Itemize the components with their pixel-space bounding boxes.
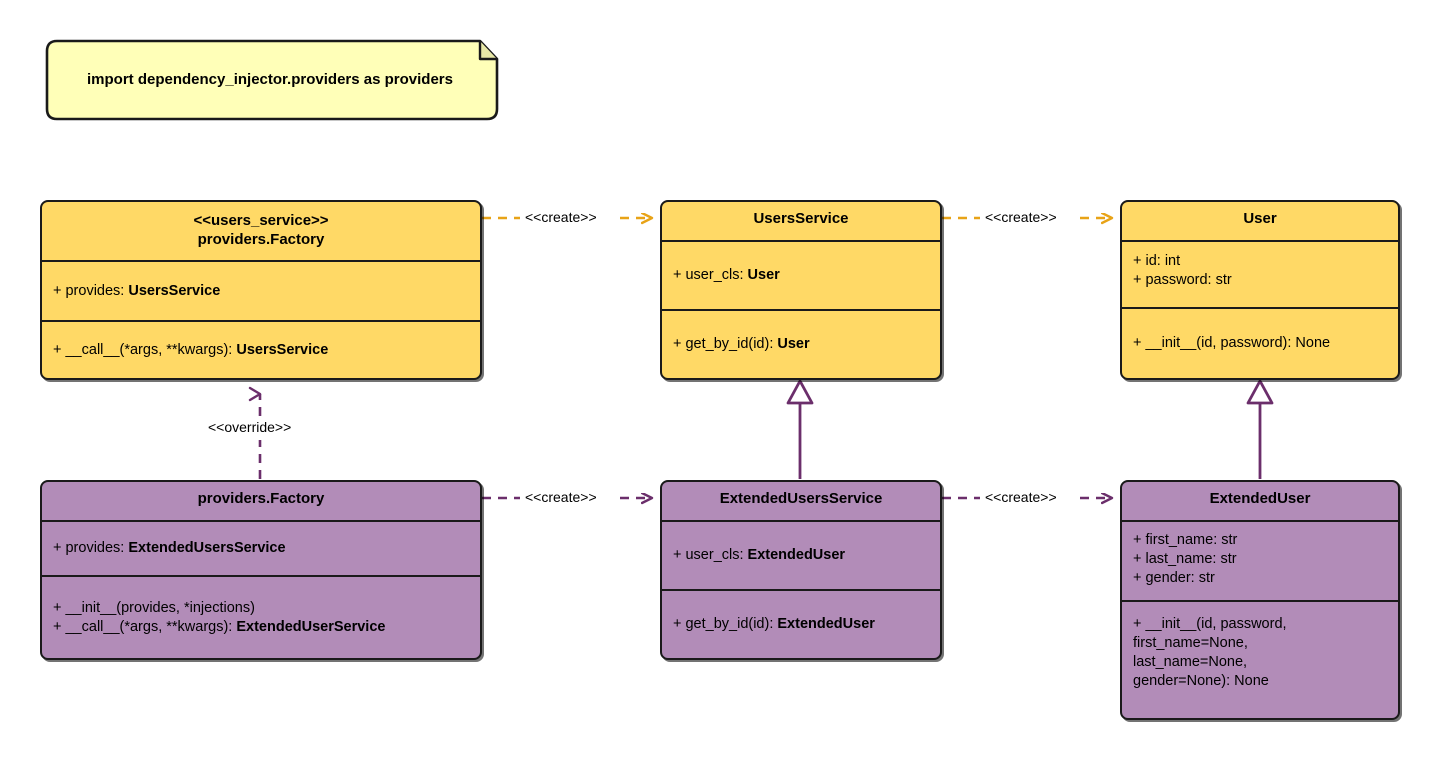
class-attributes-extended-user: + first_name: str + last_name: str + gen… (1122, 520, 1398, 600)
class-name-extended-user: ExtendedUser (1209, 490, 1311, 507)
class-name-extended-users-service: ExtendedUsersService (719, 490, 883, 507)
edge-label-create-top-right: <<create>> (981, 209, 1061, 226)
class-attributes-users-service-factory: + provides: UsersService (42, 260, 480, 320)
attribute-row: + last_name: str (1133, 551, 1237, 567)
class-title-extended-factory: providers.Factory (42, 482, 480, 520)
attribute-row: + user_cls: User (673, 267, 780, 283)
class-attributes-users-service: + user_cls: User (662, 240, 940, 309)
class-title-users-service-factory: <<users_service>> providers.Factory (42, 202, 480, 260)
class-title-users-service: UsersService (662, 202, 940, 240)
edge-inherit-service (786, 379, 814, 479)
attribute-row: + first_name: str (1133, 532, 1238, 548)
method-row: + __init__(id, password, first_name=None… (1133, 616, 1287, 689)
attribute-row: + user_cls: ExtendedUser (673, 547, 846, 563)
method-row: + __call__(*args, **kwargs): ExtendedUse… (53, 618, 386, 635)
edge-inherit-user (1246, 379, 1274, 479)
attribute-row: + gender: str (1133, 570, 1215, 586)
method-row: + __call__(*args, **kwargs): UsersServic… (53, 341, 329, 358)
class-title-extended-users-service: ExtendedUsersService (662, 482, 940, 520)
note-text: import dependency_injector.providers as … (87, 71, 453, 88)
class-attributes-extended-users-service: + user_cls: ExtendedUser (662, 520, 940, 589)
edge-label-override: <<override>> (204, 419, 296, 436)
class-attributes-extended-factory: + provides: ExtendedUsersService (42, 520, 480, 575)
edge-label-create-top-left: <<create>> (521, 209, 601, 226)
class-extended-user[interactable]: ExtendedUser + first_name: str + last_na… (1120, 480, 1400, 720)
method-row: + get_by_id(id): ExtendedUser (673, 616, 875, 632)
note-import: import dependency_injector.providers as … (40, 38, 500, 122)
method-row: + get_by_id(id): User (673, 336, 810, 352)
class-stereotype-users-service: <<users_service>> (193, 212, 329, 229)
class-methods-users-service-factory: + __call__(*args, **kwargs): UsersServic… (42, 320, 480, 378)
class-methods-extended-factory: + __init__(provides, *injections) + __ca… (42, 575, 480, 658)
method-row: + __init__(provides, *injections) (53, 599, 255, 616)
class-methods-users-service: + get_by_id(id): User (662, 309, 940, 378)
attribute-row: + password: str (1133, 272, 1232, 288)
class-name-user: User (1243, 210, 1277, 227)
class-user[interactable]: User + id: int + password: str + __init_… (1120, 200, 1400, 380)
class-users-service-factory[interactable]: <<users_service>> providers.Factory + pr… (40, 200, 482, 380)
class-title-user: User (1122, 202, 1398, 240)
class-name-providers-factory: providers.Factory (197, 231, 325, 248)
method-row: + __init__(id, password): None (1133, 335, 1331, 351)
attribute-row: + provides: UsersService (53, 282, 221, 299)
note-shape (45, 39, 499, 121)
edge-label-create-bottom-left: <<create>> (521, 489, 601, 506)
class-name-users-service: UsersService (753, 210, 849, 227)
edge-label-create-bottom-right: <<create>> (981, 489, 1061, 506)
class-attributes-user: + id: int + password: str (1122, 240, 1398, 307)
class-title-extended-user: ExtendedUser (1122, 482, 1398, 520)
class-methods-extended-user: + __init__(id, password, first_name=None… (1122, 600, 1398, 718)
attribute-row: + id: int (1133, 253, 1181, 269)
class-methods-user: + __init__(id, password): None (1122, 307, 1398, 378)
class-name-extended-providers-factory: providers.Factory (197, 490, 325, 507)
class-methods-extended-users-service: + get_by_id(id): ExtendedUser (662, 589, 940, 658)
class-extended-users-service[interactable]: ExtendedUsersService + user_cls: Extende… (660, 480, 942, 660)
attribute-row: + provides: ExtendedUsersService (53, 540, 286, 556)
class-extended-factory[interactable]: providers.Factory + provides: ExtendedUs… (40, 480, 482, 660)
class-users-service[interactable]: UsersService + user_cls: User + get_by_i… (660, 200, 942, 380)
